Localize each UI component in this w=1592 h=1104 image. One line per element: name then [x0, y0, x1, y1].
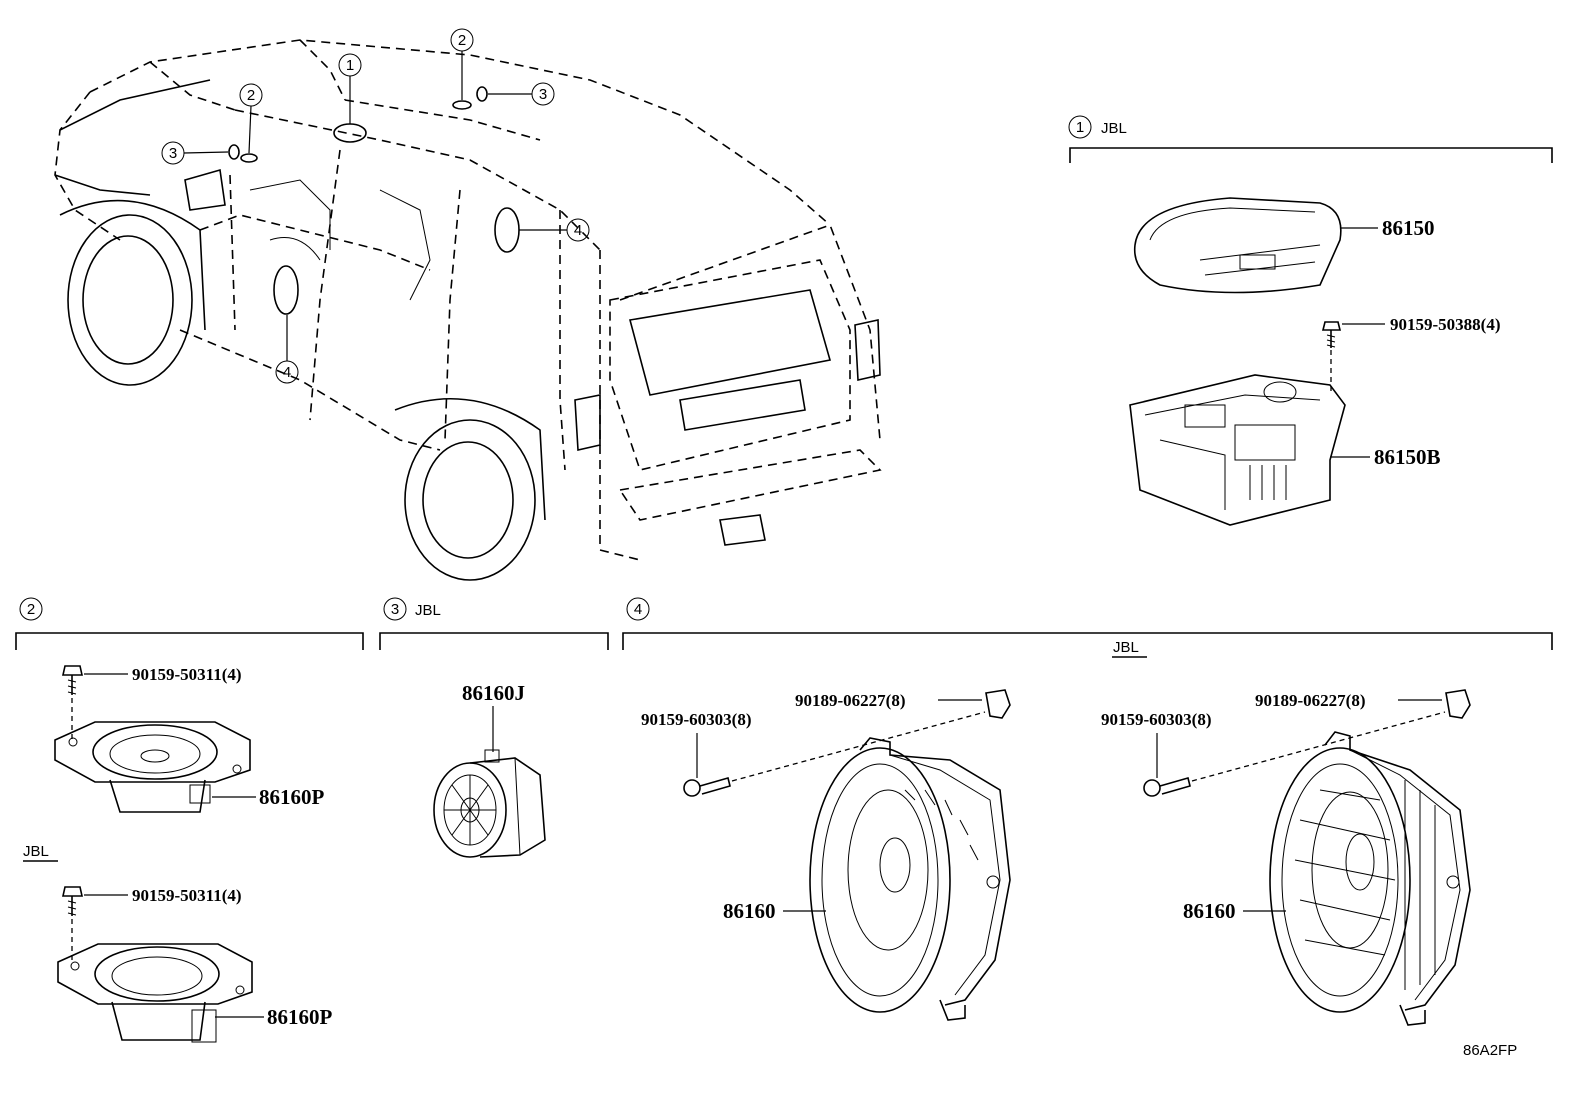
group-2-speakers: 2 90159-50311(4) 86160P JBL — [15, 597, 364, 1043]
part-86160J-label: 86160J — [462, 681, 525, 705]
group-3-number-circle — [383, 597, 407, 621]
amplifier-body — [1129, 374, 1346, 526]
group-4-screw-left — [683, 777, 731, 797]
group-4-number-circle — [626, 597, 650, 621]
speaker-2-location-marker-right — [452, 100, 472, 110]
speaker-4-location-marker — [273, 265, 299, 315]
callout-3-label-right: 3 — [539, 86, 547, 103]
callout-2-label: 2 — [247, 87, 255, 104]
group-2-screw-bottom — [62, 886, 83, 916]
callout-3-label: 3 — [169, 145, 177, 162]
part-90159-50311-top-label: 90159-50311(4) — [132, 665, 242, 684]
group-4-screw-right — [1143, 777, 1191, 797]
group-4-speaker-right — [1269, 731, 1471, 1026]
group-1-bracket — [1069, 147, 1553, 163]
callout-4-label-right: 4 — [574, 222, 582, 239]
amplifier-screw — [1321, 321, 1342, 348]
speaker-3-location-marker-right — [476, 86, 488, 102]
group-2-jbl-variant-label: JBL — [23, 843, 49, 860]
amplifier-location-marker — [333, 123, 367, 143]
part-90189-06227-right-label: 90189-06227(8) — [1255, 691, 1365, 710]
vehicle-illustration — [54, 39, 882, 581]
callout-4-circle-right — [566, 218, 590, 242]
part-90189-06227-left-label: 90189-06227(8) — [795, 691, 905, 710]
group-3-bracket — [379, 632, 609, 650]
callout-2-circle-right — [450, 28, 474, 52]
part-86160-right-label: 86160 — [1183, 899, 1236, 923]
part-86160P-bottom-label: 86160P — [267, 1005, 333, 1029]
group-4-door-speakers: 4 JBL 90189-06227(8) 90159-60303(8) — [622, 597, 1553, 1026]
group-4-bracket — [622, 632, 1553, 650]
part-90159-60303-left-label: 90159-60303(8) — [641, 710, 751, 729]
part-90159-50388-label: 90159-50388(4) — [1390, 315, 1500, 334]
group-3-tweeter: 3 JBL 86160J — [379, 597, 609, 858]
part-86160P-top-label: 86160P — [259, 785, 325, 809]
group-4-jbl-variant-label: JBL — [1113, 639, 1139, 656]
speaker-4-location-marker-right — [494, 207, 520, 253]
group-2-bracket — [15, 632, 364, 650]
diagram-code: 86A2FP — [1463, 1042, 1517, 1059]
group-4-clip-right — [1445, 689, 1471, 719]
callout-1-circle — [338, 53, 362, 77]
tweeter-speaker — [433, 749, 546, 858]
part-86150B-label: 86150B — [1374, 445, 1441, 469]
group-4-clip-left — [985, 689, 1011, 719]
group-3-variant-label: JBL — [415, 602, 441, 619]
group-2-number-circle — [19, 597, 43, 621]
group-4-speaker-left — [809, 737, 1011, 1021]
part-90159-60303-right-label: 90159-60303(8) — [1101, 710, 1211, 729]
group-2-number: 2 — [27, 601, 35, 618]
vehicle-callouts: 1 2 2 3 3 4 4 — [161, 28, 590, 384]
group-4-number: 4 — [634, 601, 642, 618]
part-86150-label: 86150 — [1382, 216, 1435, 240]
group-1-amplifier: 1 JBL 86150 90159-50388(4) — [1068, 115, 1553, 526]
callout-2-label-right: 2 — [458, 32, 466, 49]
group-1-variant-label: JBL — [1101, 120, 1127, 137]
group-1-number: 1 — [1076, 119, 1084, 136]
speaker-3-location-marker — [228, 144, 240, 160]
group-2-speaker-bottom — [57, 943, 253, 1043]
part-90159-50311-bottom-label: 90159-50311(4) — [132, 886, 242, 905]
callout-2-circle — [239, 83, 263, 107]
speaker-2-location-marker — [240, 153, 258, 163]
callout-3-circle — [161, 141, 185, 165]
amplifier-cover — [1133, 197, 1342, 294]
group-1-number-circle — [1068, 115, 1092, 139]
group-2-speaker-top — [54, 721, 251, 813]
part-86160-left-label: 86160 — [723, 899, 776, 923]
group-2-screw-top — [62, 665, 83, 695]
callout-4-circle — [275, 360, 299, 384]
callout-1-label: 1 — [346, 57, 354, 74]
group-3-number: 3 — [391, 601, 399, 618]
callout-4-label: 4 — [283, 364, 291, 381]
callout-3-circle-right — [531, 82, 555, 106]
